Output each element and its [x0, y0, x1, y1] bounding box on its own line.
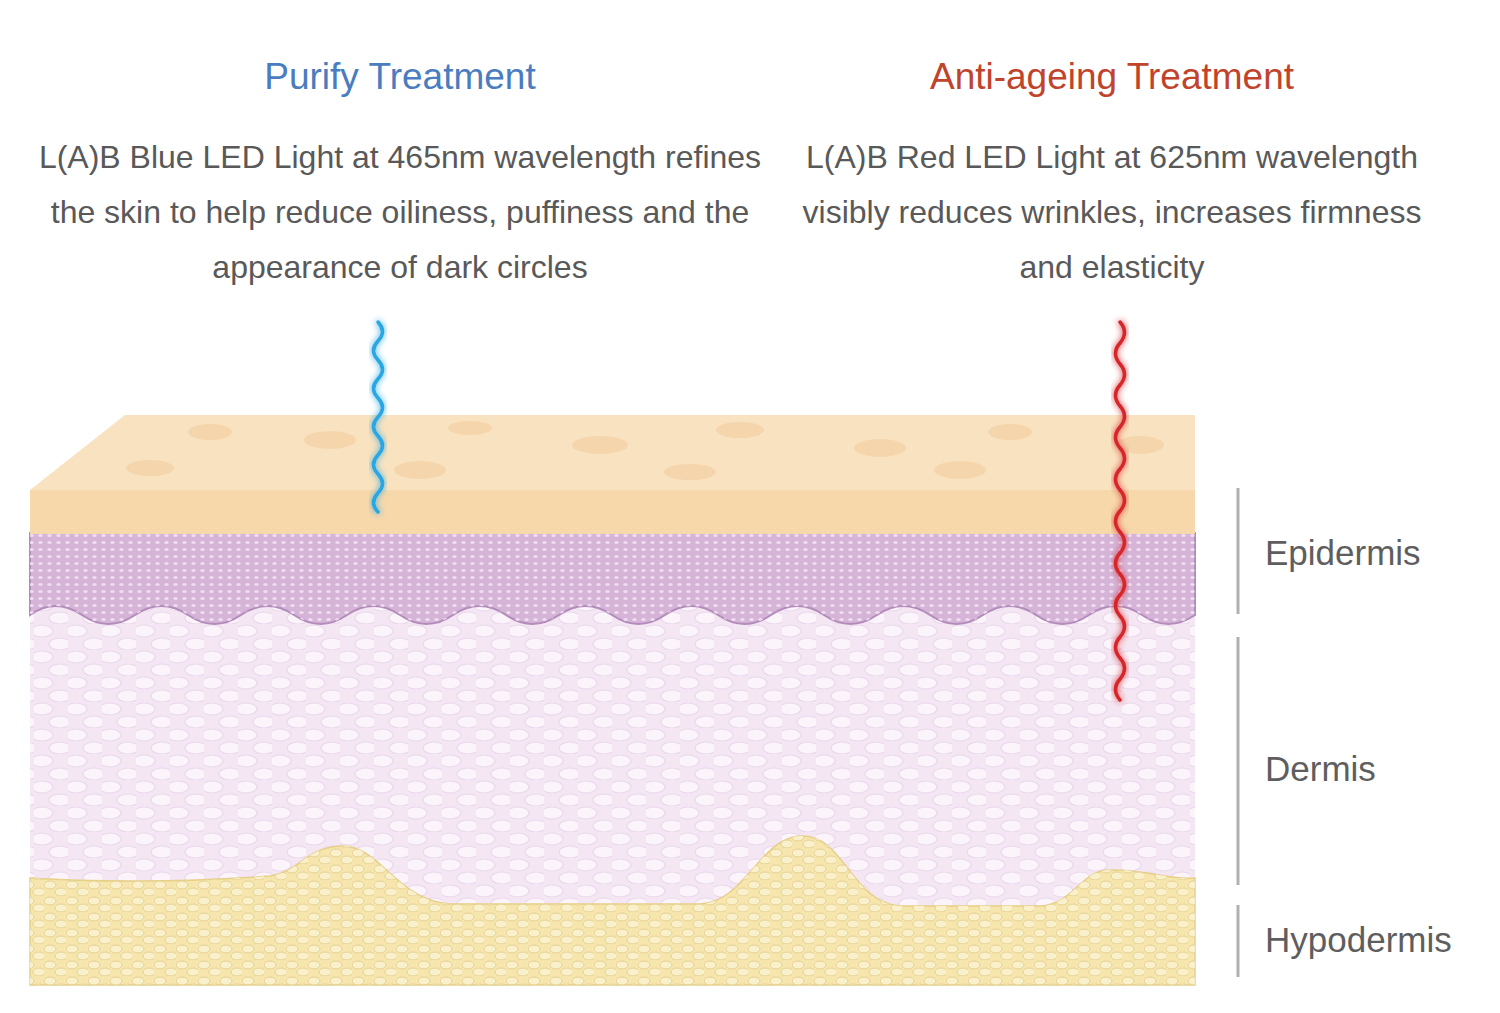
blue-light-wave: [374, 322, 383, 512]
description: L(A)B Blue LED Light at 465nm wavelength…: [30, 130, 770, 295]
layer-brackets: [1237, 488, 1240, 977]
hypodermis-layer: [30, 836, 1195, 985]
red-light-wave: [1116, 322, 1125, 700]
dermis-cells: [30, 600, 1195, 985]
dermis-layer: [30, 600, 1195, 985]
surface-layer: [30, 490, 1195, 534]
heading: Purify Treatment: [30, 52, 770, 102]
description: L(A)B Red LED Light at 625nm wavelength …: [802, 130, 1422, 295]
epidermis-cells: [30, 533, 1195, 624]
hypodermis-cells: [30, 836, 1195, 985]
epidermis-layer: [30, 533, 1195, 624]
heading: Anti-ageing Treatment: [802, 52, 1422, 102]
layer-label: Dermis: [1265, 746, 1376, 792]
skin-pores: [126, 421, 1164, 480]
skin-surface: [30, 415, 1195, 490]
layer-label: Hypodermis: [1265, 917, 1452, 963]
layer-label: Epidermis: [1265, 530, 1421, 576]
